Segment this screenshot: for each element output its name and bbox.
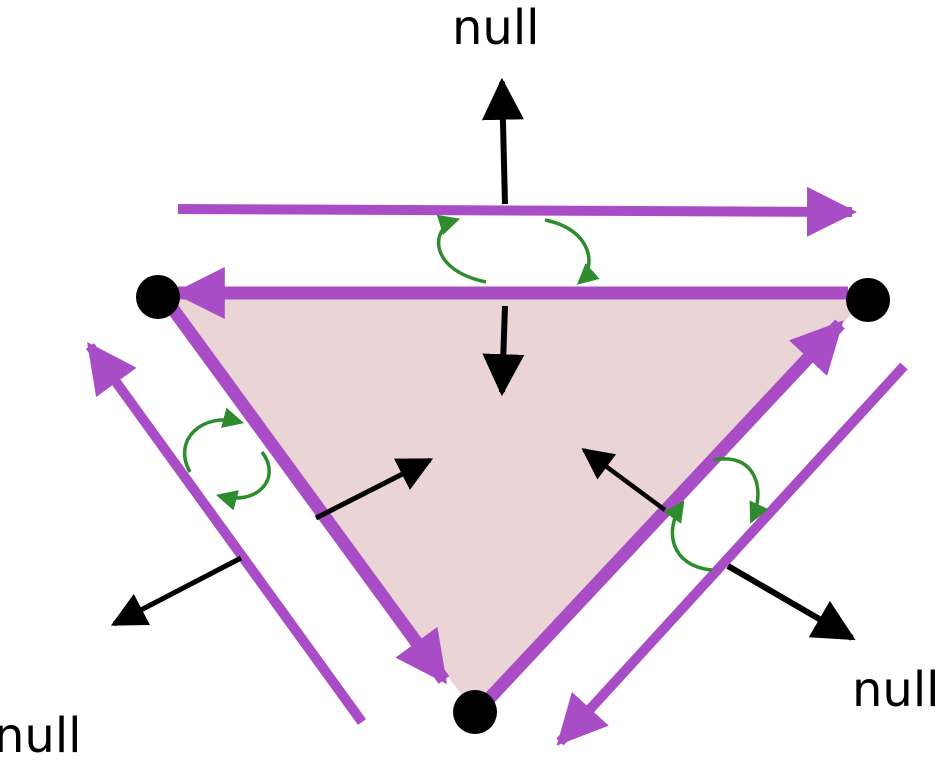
outer-half-edge-right (556, 362, 908, 746)
triangle-face (158, 297, 868, 712)
null-label-top: null (452, 0, 540, 56)
rotation-arrow-left-lower (215, 450, 271, 511)
rotation-arrow-right-upper (713, 457, 769, 524)
normal-arrow-left-out (110, 555, 243, 627)
outer-half-edge-top (177, 186, 857, 237)
inner-half-edge-right (481, 319, 845, 707)
normal-arrow-left-in (314, 457, 434, 521)
rotation-arrow-top-right (544, 218, 600, 285)
rotation-arrow-top-left (436, 214, 487, 284)
vertex-bottom (453, 690, 497, 734)
normal-arrow-top-out (481, 77, 524, 205)
null-label-left: null (0, 708, 82, 764)
null-label-right: null (852, 662, 940, 718)
rotation-arrow-right-lower (663, 500, 713, 572)
outer-half-edge-left (85, 341, 367, 725)
vertex-right (846, 278, 890, 322)
inner-half-edge-left (164, 301, 450, 685)
vertex-left (136, 275, 180, 319)
normal-arrow-right-out (726, 563, 856, 641)
normal-arrow-top-in (482, 305, 525, 397)
rotation-arrow-left-upper (182, 407, 245, 473)
normal-arrow-right-in (581, 448, 667, 512)
